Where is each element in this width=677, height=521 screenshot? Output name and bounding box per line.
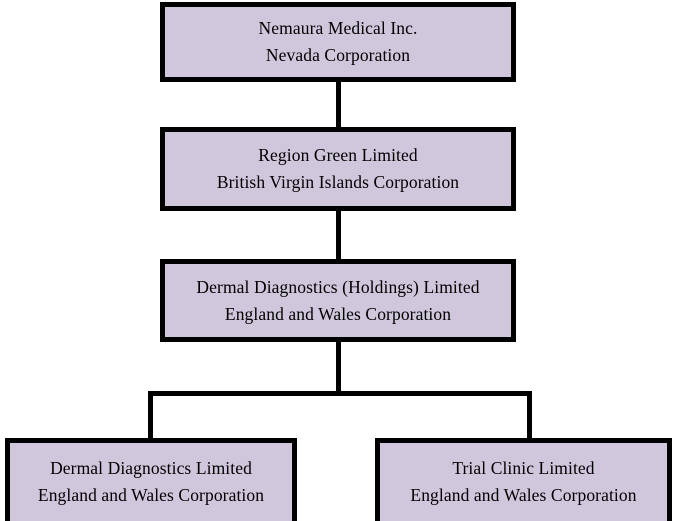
entity-jurisdiction-region-green: British Virgin Islands Corporation <box>216 172 460 192</box>
entity-jurisdiction-dermal-diagnostics: England and Wales Corporation <box>37 485 265 505</box>
entity-name-trial-clinic: Trial Clinic Limited <box>452 458 595 479</box>
entity-name-dermal-holdings: Dermal Diagnostics (Holdings) Limited <box>196 276 480 297</box>
entity-box-region-green: Region Green Limited British Virgin Isla… <box>160 127 516 211</box>
connector-split-left-drop <box>148 391 153 441</box>
entity-name-dermal-diagnostics: Dermal Diagnostics Limited <box>50 458 252 479</box>
entity-box-dermal-holdings: Dermal Diagnostics (Holdings) Limited En… <box>160 259 516 342</box>
entity-jurisdiction-dermal-holdings: England and Wales Corporation <box>224 303 452 324</box>
connector-holdings-to-split <box>336 340 341 395</box>
entity-box-dermal-diagnostics: Dermal Diagnostics Limited England and W… <box>5 438 297 521</box>
connector-split-right-drop <box>527 391 532 441</box>
entity-name-region-green: Region Green Limited <box>258 145 418 166</box>
connector-nemaura-to-region <box>336 80 341 130</box>
connector-region-to-holdings <box>336 209 341 262</box>
entity-box-nemaura-medical: Nemaura Medical Inc. Nevada Corporation <box>160 2 516 82</box>
connector-split-bar <box>148 391 532 396</box>
entity-name-nemaura-medical: Nemaura Medical Inc. <box>258 18 418 39</box>
entity-jurisdiction-trial-clinic: England and Wales Corporation <box>410 485 637 505</box>
entity-box-trial-clinic: Trial Clinic Limited England and Wales C… <box>375 438 672 521</box>
entity-jurisdiction-nemaura-medical: Nevada Corporation <box>265 45 411 65</box>
